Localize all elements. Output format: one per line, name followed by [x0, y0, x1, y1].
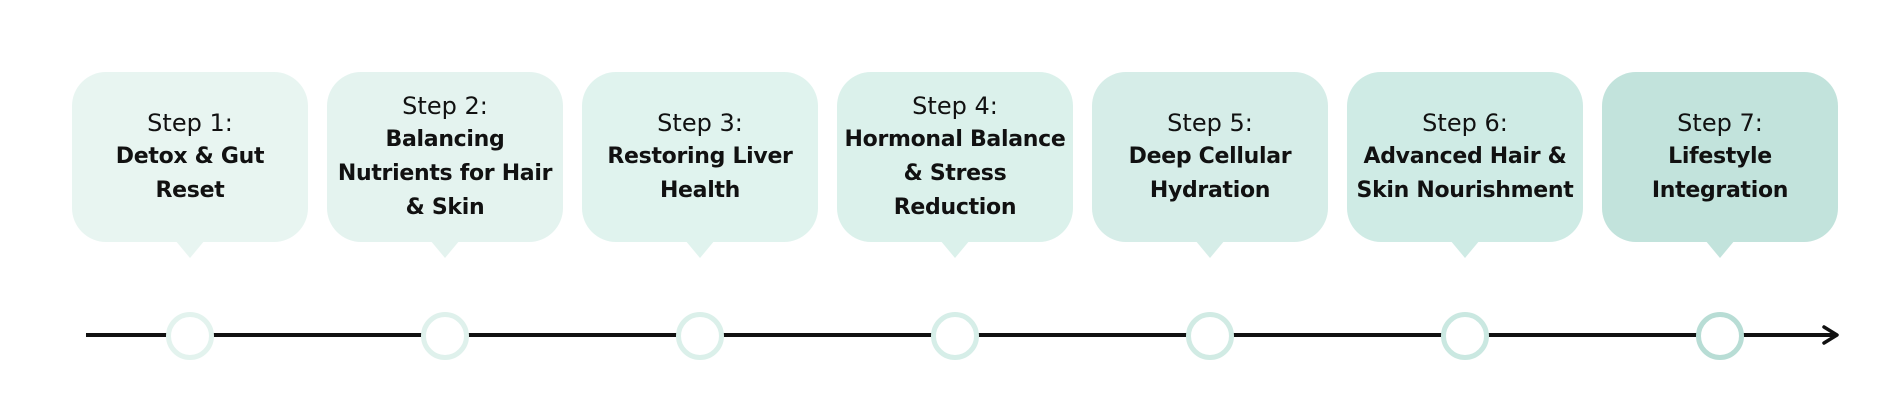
- step-4-marker-icon: [931, 312, 979, 360]
- step-6-label: Step 6:: [1422, 109, 1508, 137]
- step-1-marker-icon: [166, 312, 214, 360]
- step-3-marker-icon: [676, 312, 724, 360]
- step-7-card: Step 7: Lifestyle Integration: [1602, 72, 1838, 268]
- step-5-bubble: Step 5: Deep Cellular Hydration: [1092, 72, 1328, 242]
- step-6-bubble: Step 6: Advanced Hair & Skin Nourishment: [1347, 72, 1583, 242]
- step-1-title: Detox & Gut Reset: [115, 144, 265, 203]
- step-1-label: Step 1:: [147, 109, 233, 137]
- step-6-pointer: [1450, 240, 1480, 258]
- step-3-title: Restoring Liver Health: [607, 144, 793, 203]
- step-5-label: Step 5:: [1167, 109, 1253, 137]
- step-1-card: Step 1: Detox & Gut Reset: [72, 72, 308, 268]
- step-7-label: Step 7:: [1677, 109, 1763, 137]
- step-6-card: Step 6: Advanced Hair & Skin Nourishment: [1347, 72, 1583, 268]
- step-4-card: Step 4: Hormonal Balance & Stress Reduct…: [837, 72, 1073, 268]
- step-3-card: Step 3: Restoring Liver Health: [582, 72, 818, 268]
- step-7-title: Lifestyle Integration: [1651, 144, 1789, 203]
- step-3-bubble: Step 3: Restoring Liver Health: [582, 72, 818, 242]
- step-2-card: Step 2: Balancing Nutrients for Hair & S…: [327, 72, 563, 268]
- step-2-title: Balancing Nutrients for Hair & Skin: [337, 127, 553, 220]
- step-7-marker-icon: [1696, 312, 1744, 360]
- step-4-pointer: [940, 240, 970, 258]
- arrow-right-icon: [1822, 325, 1839, 345]
- step-3-label: Step 3:: [657, 109, 743, 137]
- step-5-card: Step 5: Deep Cellular Hydration: [1092, 72, 1328, 268]
- step-2-label: Step 2:: [402, 92, 488, 120]
- step-2-pointer: [430, 240, 460, 258]
- step-4-title: Hormonal Balance & Stress Reduction: [844, 127, 1066, 220]
- step-4-bubble: Step 4: Hormonal Balance & Stress Reduct…: [837, 72, 1073, 242]
- step-4-label: Step 4:: [912, 92, 998, 120]
- step-7-pointer: [1705, 240, 1735, 258]
- step-2-bubble: Step 2: Balancing Nutrients for Hair & S…: [327, 72, 563, 242]
- step-1-pointer: [175, 240, 205, 258]
- step-3-pointer: [685, 240, 715, 258]
- step-5-title: Deep Cellular Hydration: [1128, 144, 1292, 203]
- step-6-title: Advanced Hair & Skin Nourishment: [1356, 144, 1574, 203]
- step-5-marker-icon: [1186, 312, 1234, 360]
- step-7-bubble: Step 7: Lifestyle Integration: [1602, 72, 1838, 242]
- step-2-marker-icon: [421, 312, 469, 360]
- step-1-bubble: Step 1: Detox & Gut Reset: [72, 72, 308, 242]
- step-5-pointer: [1195, 240, 1225, 258]
- step-6-marker-icon: [1441, 312, 1489, 360]
